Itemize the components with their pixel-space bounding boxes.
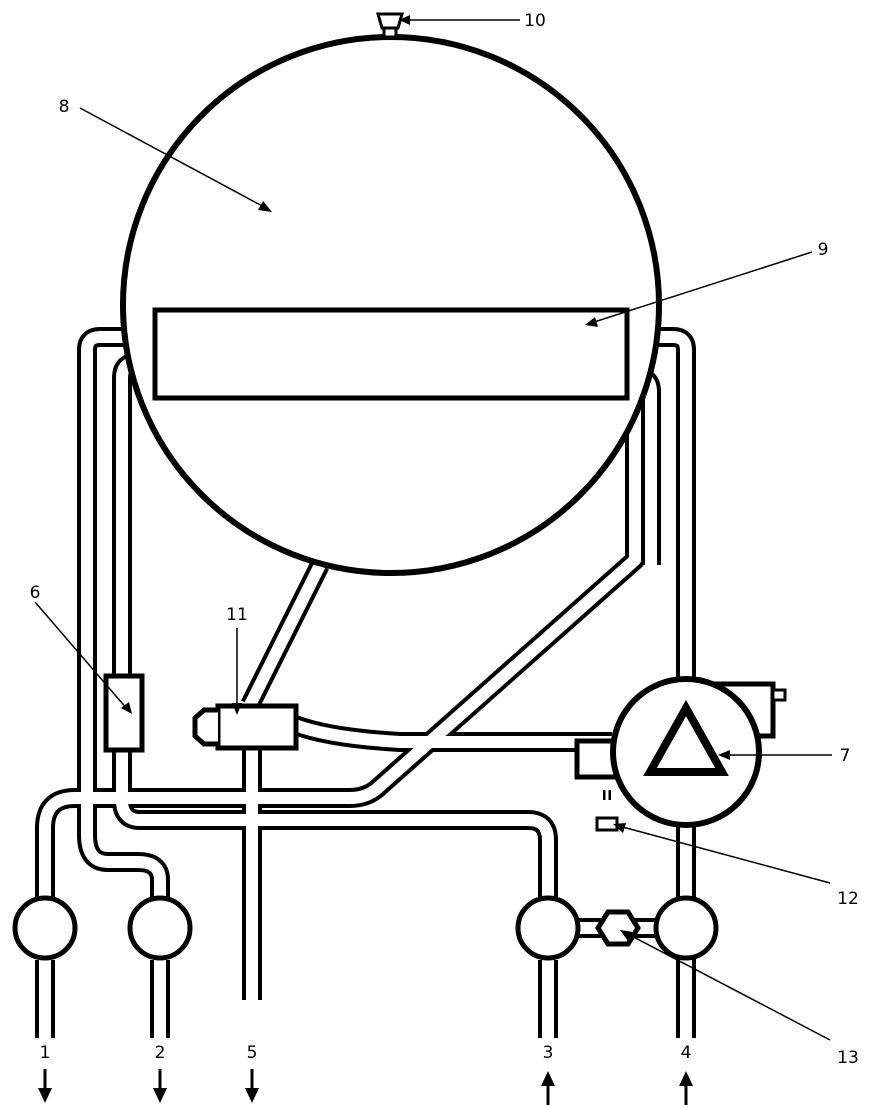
flow-arrows: [38, 1069, 693, 1105]
circulation-pump: [574, 676, 787, 828]
fitting-4: [653, 895, 719, 961]
pressure-sensor: [595, 790, 619, 832]
label-5: 5: [247, 1043, 258, 1063]
heat-exchanger: [152, 307, 630, 401]
flow-sensor: [103, 673, 145, 753]
drain-valve: [192, 703, 299, 751]
bypass-valve: [595, 909, 641, 947]
outlet-arrow-2: [153, 1069, 167, 1103]
inlet-arrow-3: [541, 1071, 555, 1105]
connection-fittings: [12, 895, 719, 961]
fitting-2: [127, 895, 193, 961]
label-4: 4: [681, 1043, 692, 1063]
leader-lines: [34, 15, 832, 1041]
label-2: 2: [155, 1043, 166, 1063]
label-1: 1: [40, 1043, 51, 1063]
label-8: 8: [59, 97, 70, 117]
air-vent-valve: [376, 12, 404, 39]
callout-labels: 1 2 5 3 4 6 7 8 9 10 11 12 13: [30, 11, 859, 1068]
fitting-3: [515, 895, 581, 961]
label-6: 6: [30, 583, 41, 603]
label-10: 10: [524, 11, 546, 31]
inlet-arrow-4: [679, 1071, 693, 1105]
outlet-arrow-5: [245, 1069, 259, 1103]
label-13: 13: [837, 1048, 859, 1068]
label-9: 9: [818, 240, 829, 260]
label-11: 11: [226, 605, 248, 625]
label-12: 12: [837, 889, 859, 909]
outlet-arrow-1: [38, 1069, 52, 1103]
fitting-1: [12, 895, 78, 961]
label-3: 3: [543, 1043, 554, 1063]
label-7: 7: [840, 746, 851, 766]
